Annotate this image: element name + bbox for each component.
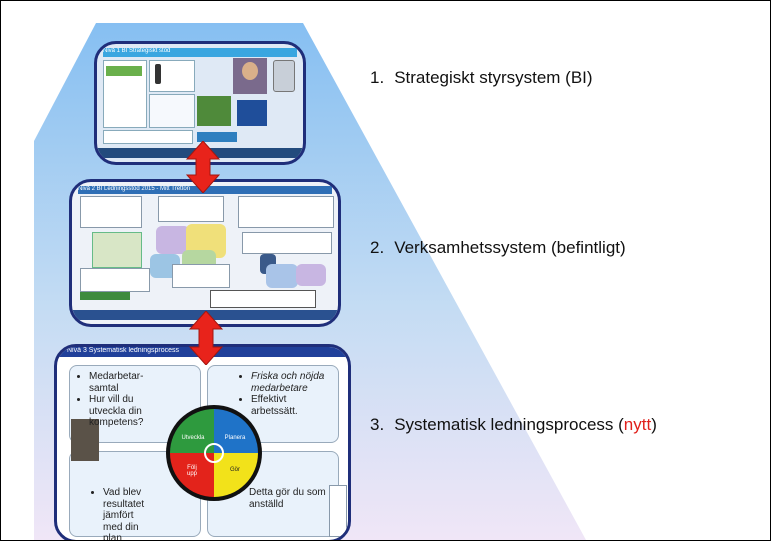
quadrant-top-right — [207, 365, 339, 443]
level-1-label: 1.Strategiskt styrsystem (BI) — [370, 68, 593, 87]
cycle-label-gor: Gör — [229, 467, 240, 473]
panel-2-note — [210, 290, 316, 308]
panel-management-process[interactable]: Nivå 3 Systematisk ledningsprocess Medar… — [54, 344, 351, 540]
quadrant-1-text: Medarbetar-samtal Hur vill du utveckla d… — [77, 371, 167, 429]
panel-3-sidebar — [329, 485, 347, 537]
q2-item-1: Friska och nöjda medarbetare — [251, 371, 329, 394]
panel-1-phone — [273, 60, 295, 92]
panel-3-photo — [71, 419, 99, 461]
level-2-label: 2.Verksamhetssystem (befintligt) — [370, 238, 626, 257]
level-3-highlight: nytt — [623, 415, 652, 434]
panel-2-table-f — [172, 264, 230, 288]
q3-item-1: Vad blev resultatet jämfört med din plan — [103, 487, 153, 540]
panel-1-traffic-light — [155, 64, 161, 84]
quadrant-2-text: Friska och nöjda medarbetare Effektivt a… — [239, 371, 329, 417]
panel-2-table-c — [238, 196, 334, 228]
panel-1-book — [237, 100, 267, 126]
q1-item-1: Medarbetar-samtal — [89, 371, 167, 394]
cycle-segment-gor — [214, 453, 258, 497]
panel-2-table-b — [158, 196, 224, 222]
level-3-label: 3.Systematisk ledningsprocess (nytt) — [370, 415, 657, 434]
cycle-label-planera: Planera — [224, 435, 246, 441]
panel-2-table-a — [80, 196, 142, 228]
q4-item-1: Detta gör du som anställd — [249, 487, 331, 510]
cycle-label-folj-upp: Följ upp — [186, 465, 197, 477]
cycle-segment-utveckla — [170, 409, 214, 453]
cycle-label-utveckla: Utveckla — [181, 435, 205, 441]
panel-2-puzzle-f — [296, 264, 326, 286]
cycle-arrow-icon — [204, 443, 224, 463]
panel-2-puzzle-a — [156, 226, 190, 254]
panel-business-system[interactable]: Nivå 2 BI Ledningsstöd 2015 - Mitt Trett… — [69, 179, 341, 327]
panel-1-title: Nivå 1 BI Strategiskt stöd — [103, 48, 297, 57]
panel-2-table-d — [242, 232, 332, 254]
double-arrow-icon-2 — [188, 311, 224, 365]
pdca-cycle — [166, 405, 262, 501]
panel-1-tile-c — [149, 94, 195, 128]
panel-1-plant — [197, 96, 231, 126]
panel-1-tile-d — [103, 130, 193, 144]
panel-2-grid — [92, 232, 142, 268]
panel-2-green-bar — [80, 292, 130, 300]
panel-2-table-e — [80, 268, 150, 292]
q2-item-2: Effektivt arbetssätt. — [251, 394, 329, 417]
quadrant-4-text: Detta gör du som anställd — [237, 487, 331, 510]
panel-2-puzzle-e — [266, 264, 298, 288]
panel-1-tile-e — [197, 132, 237, 142]
cycle-segment-planera — [214, 409, 258, 453]
q1-item-2: Hur vill du utveckla din kompetens? — [89, 394, 167, 429]
panel-1-tile-green — [106, 66, 142, 76]
panel-1-photo-face — [242, 62, 258, 80]
cycle-segment-folj-upp — [170, 453, 214, 497]
double-arrow-icon-1 — [185, 141, 221, 193]
quadrant-3-text: Vad blev resultatet jämfört med din plan — [91, 487, 153, 540]
